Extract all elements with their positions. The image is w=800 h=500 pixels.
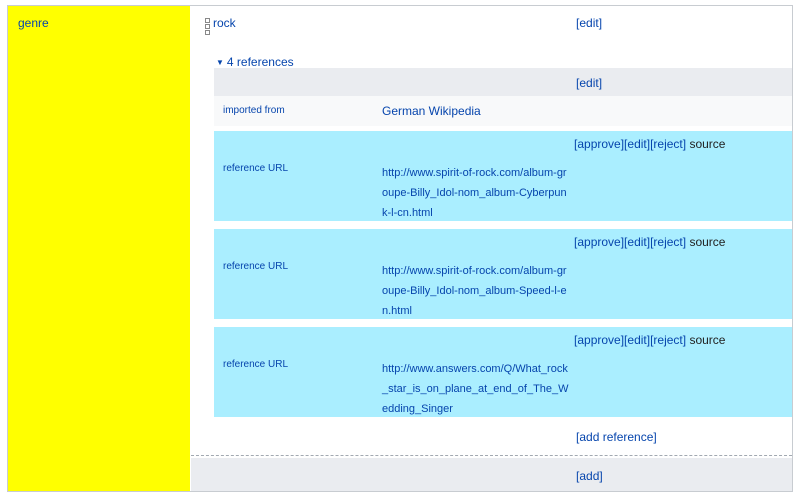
add-reference-button[interactable]: add reference: [579, 430, 654, 444]
reference-toolbar: [approve][edit][reject] source: [574, 333, 726, 347]
statement-group: genre rock [edit] ▼4 references [edit] i…: [7, 5, 793, 492]
edit-button[interactable]: edit: [627, 235, 647, 249]
references-toggle[interactable]: ▼4 references: [216, 55, 294, 69]
reference-block: [approve][edit][reject] source reference…: [214, 131, 792, 221]
reference-url-value[interactable]: http://www.spirit-of-rock.com/album-grou…: [382, 265, 567, 317]
reference-url-property[interactable]: reference URL: [223, 359, 289, 370]
approve-button[interactable]: approve: [577, 137, 621, 151]
reference-toolbar: [edit]: [576, 76, 603, 90]
references-toggle-label: 4 references: [226, 55, 294, 69]
triangle-down-icon: ▼: [216, 58, 224, 67]
reference-url-value[interactable]: http://www.spirit-of-rock.com/album-grou…: [382, 167, 567, 219]
add-toolbar: [add]: [576, 469, 603, 483]
edit-button[interactable]: edit: [627, 137, 647, 151]
reference-block: [approve][edit][reject] source reference…: [214, 327, 792, 417]
imported-from-property[interactable]: imported from: [223, 105, 285, 116]
property-column: genre: [8, 6, 190, 491]
reject-button[interactable]: reject: [653, 235, 683, 249]
edit-button[interactable]: edit: [627, 333, 647, 347]
reference-block: [approve][edit][reject] source reference…: [214, 229, 792, 319]
approve-button[interactable]: approve: [577, 333, 621, 347]
approve-button[interactable]: approve: [577, 235, 621, 249]
rank-selector-icon[interactable]: [205, 18, 211, 38]
source-label: source: [689, 333, 726, 347]
statement-toolbar: [edit]: [576, 16, 603, 30]
reference-toolbar: [approve][edit][reject] source: [574, 235, 726, 249]
statement-list: rock [edit] ▼4 references [edit] importe…: [191, 6, 792, 491]
edit-statement-button[interactable]: edit: [579, 16, 599, 30]
reference-url-value[interactable]: http://www.answers.com/Q/What_rock_star_…: [382, 363, 569, 415]
property-label-genre[interactable]: genre: [18, 16, 49, 30]
reference-toolbar: [approve][edit][reject] source: [574, 137, 726, 151]
imported-from-value[interactable]: German Wikipedia: [382, 104, 481, 118]
add-statement-bar: [add]: [191, 458, 792, 491]
reject-button[interactable]: reject: [653, 137, 683, 151]
divider: [191, 455, 792, 456]
reference-url-property[interactable]: reference URL: [223, 261, 289, 272]
source-label: source: [689, 235, 726, 249]
add-reference-toolbar: [add reference]: [576, 430, 657, 444]
reference-url-property[interactable]: reference URL: [223, 163, 289, 174]
edit-reference-button[interactable]: edit: [579, 76, 599, 90]
reject-button[interactable]: reject: [653, 333, 683, 347]
statement-value[interactable]: rock: [213, 16, 236, 30]
reference-header: [edit]: [214, 68, 792, 96]
add-button[interactable]: add: [579, 469, 600, 483]
imported-from-reference: [edit] imported from German Wikipedia: [214, 68, 792, 126]
source-label: source: [689, 137, 726, 151]
